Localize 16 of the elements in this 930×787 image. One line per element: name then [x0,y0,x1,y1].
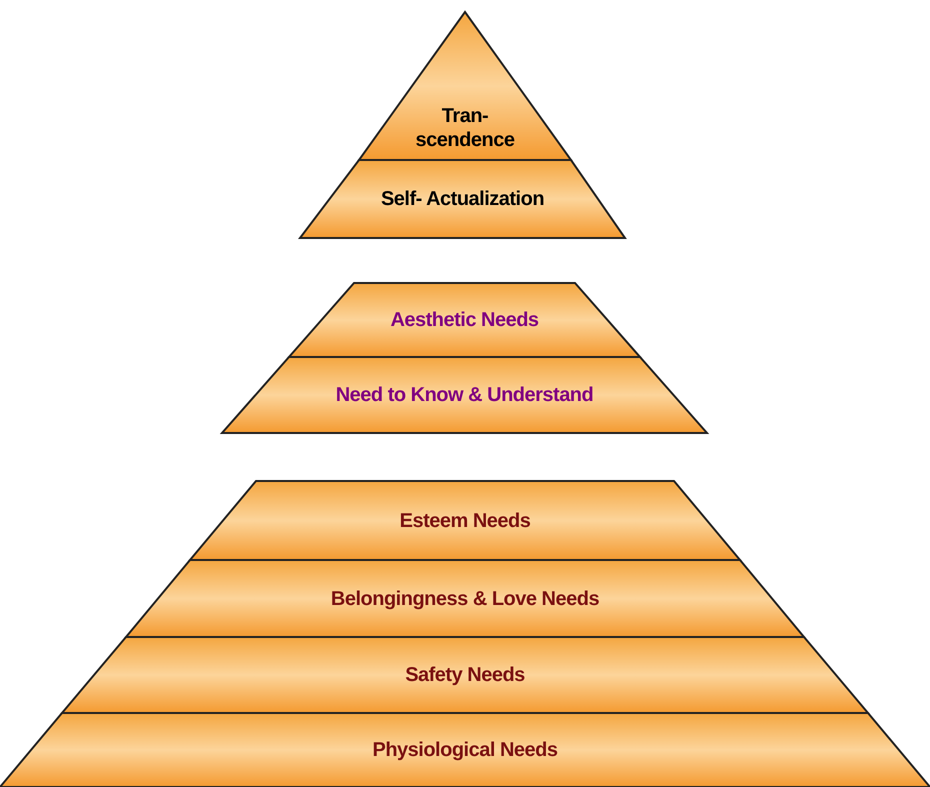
pyramid-band [190,481,740,560]
band-label: Aesthetic Needs [389,308,540,332]
band-label: Esteem Needs [398,508,532,532]
band-label: Tran- scendence [414,104,516,152]
band-label: Self- Actualization [380,187,546,211]
band-label: Belongingness & Love Needs [330,586,600,610]
pyramid-band [0,713,930,787]
pyramid-band [126,560,804,637]
pyramid-band [62,637,868,713]
band-label: Physiological Needs [371,738,558,762]
band-label: Need to Know & Understand [334,383,594,407]
pyramid-band [289,283,640,357]
pyramid-apex [359,12,571,160]
pyramid-band [222,357,707,433]
pyramid-band [300,160,625,238]
band-label: Safety Needs [404,663,526,687]
